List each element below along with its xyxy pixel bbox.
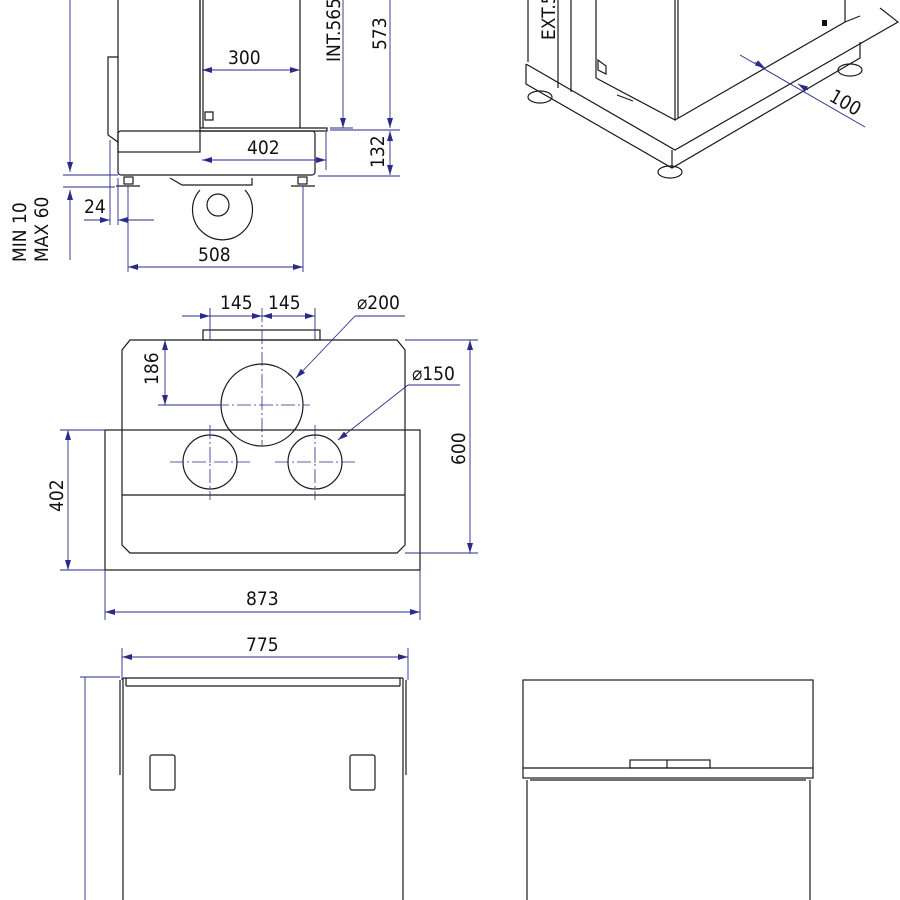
dim-573-label: 573 [369, 17, 391, 50]
handle-left [149, 754, 176, 791]
dim-ext-label: EXT.5 [538, 0, 560, 40]
dim-145-right-label: 145 [268, 292, 301, 314]
dim-dia150-label: ⌀150 [412, 363, 455, 385]
dim-775-label: 775 [246, 634, 279, 656]
rear-view [522, 679, 814, 900]
feet-max-label: MAX 60 [31, 197, 53, 262]
handle-right [349, 754, 376, 791]
dim-dia200-label: ⌀200 [357, 292, 400, 314]
dim-int565-label: INT.565 [323, 0, 345, 62]
isometric-view: EXT.5 100 [525, 0, 900, 179]
dim-402-top-label: 402 [46, 479, 68, 512]
dim-508-label: 508 [198, 244, 231, 266]
dim-186-label: 186 [141, 352, 163, 385]
foot-iso [527, 63, 863, 179]
fan-icon [169, 177, 254, 241]
dim-145-left-label: 145 [220, 292, 253, 314]
dim-24-label: 24 [84, 196, 106, 218]
feet-min-label: MIN 10 [9, 202, 31, 262]
dim-300-label: 300 [228, 47, 261, 69]
foot-left [116, 176, 140, 187]
foot-right [291, 176, 315, 187]
top-view: 145 145 186 ⌀200 ⌀150 600 402 873 [46, 292, 478, 620]
dim-100-label: 100 [826, 85, 865, 120]
side-view: MIN 10 MAX 60 300 INT.565 573 132 402 24… [9, 0, 400, 272]
dim-402-label: 402 [247, 137, 280, 159]
dim-600-label: 600 [448, 432, 470, 465]
front-view: 775 [80, 634, 409, 900]
dim-132-label: 132 [367, 135, 389, 168]
dim-873-label: 873 [246, 588, 279, 610]
